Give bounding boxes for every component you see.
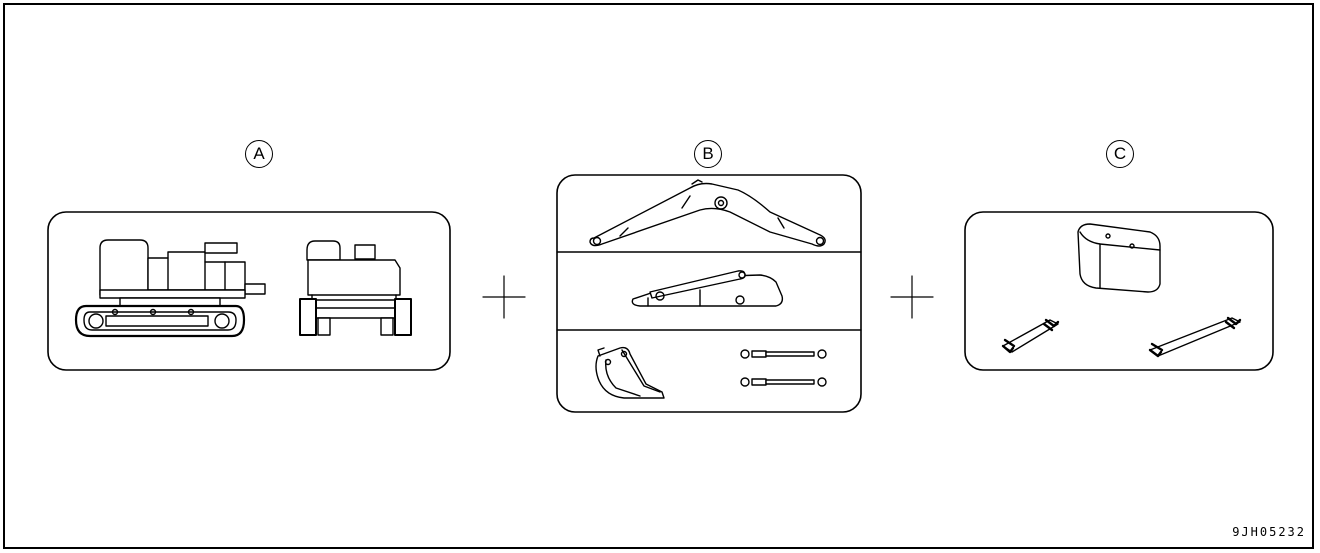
base-machine-front-view xyxy=(299,240,412,336)
bucket xyxy=(595,346,665,399)
plus-sign-2 xyxy=(890,275,934,319)
arm xyxy=(631,270,784,307)
panel-a-frame xyxy=(47,211,451,371)
group-label-a: A xyxy=(245,140,273,168)
hydraulic-cylinders xyxy=(740,349,827,387)
drawing-frame xyxy=(3,3,1314,549)
panel-c-frame xyxy=(964,211,1274,371)
group-label-c: C xyxy=(1106,140,1134,168)
plus-sign-1 xyxy=(482,275,526,319)
track-shoe-short xyxy=(1001,318,1060,354)
group-label-b: B xyxy=(694,140,722,168)
counterweight xyxy=(1077,223,1161,293)
figure-id: 9JH05232 xyxy=(1232,525,1306,539)
base-machine-side-view xyxy=(74,239,266,338)
track-shoe-long xyxy=(1148,316,1242,358)
boom xyxy=(589,179,826,247)
panel-b-frame xyxy=(556,174,862,413)
